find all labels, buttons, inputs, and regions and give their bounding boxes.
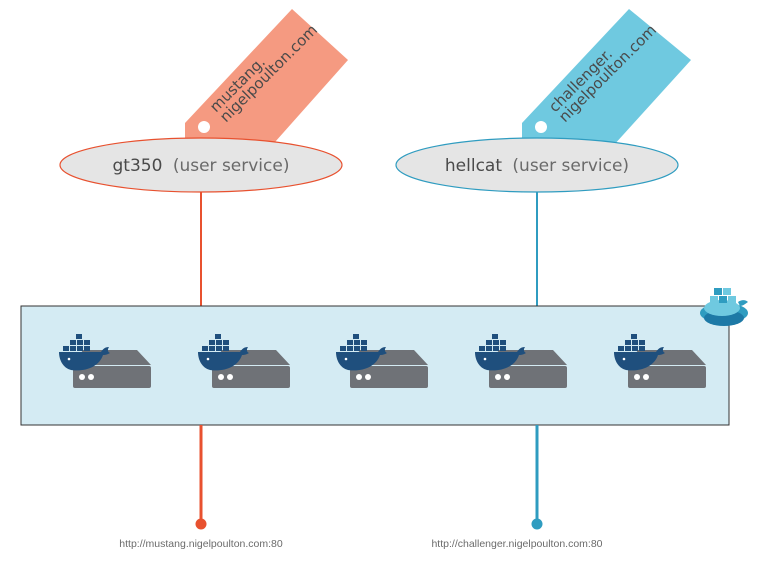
endpoint-challenger: [531, 518, 543, 530]
service-gt350: gt350 (user service): [59, 137, 343, 193]
tag-mustang: mustang. nigelpoulton.com: [185, 9, 348, 178]
service-hellcat-name: hellcat: [445, 156, 502, 176]
docker-swarm-icon: [700, 288, 748, 326]
url-challenger: http://challenger.nigelpoulton.com:80: [431, 538, 602, 550]
url-mustang: http://mustang.nigelpoulton.com:80: [119, 538, 283, 550]
svg-text:hellcat (user service): hellcat (user service): [445, 156, 629, 176]
service-gt350-suffix: (user service): [173, 156, 290, 176]
service-hellcat-suffix: (user service): [512, 156, 629, 176]
endpoint-mustang: [195, 518, 207, 530]
service-gt350-name: gt350: [113, 156, 163, 176]
service-hellcat: hellcat (user service): [395, 137, 679, 193]
swarm-cluster: [20, 305, 730, 426]
svg-text:gt350 (user service): gt350 (user service): [113, 156, 290, 176]
